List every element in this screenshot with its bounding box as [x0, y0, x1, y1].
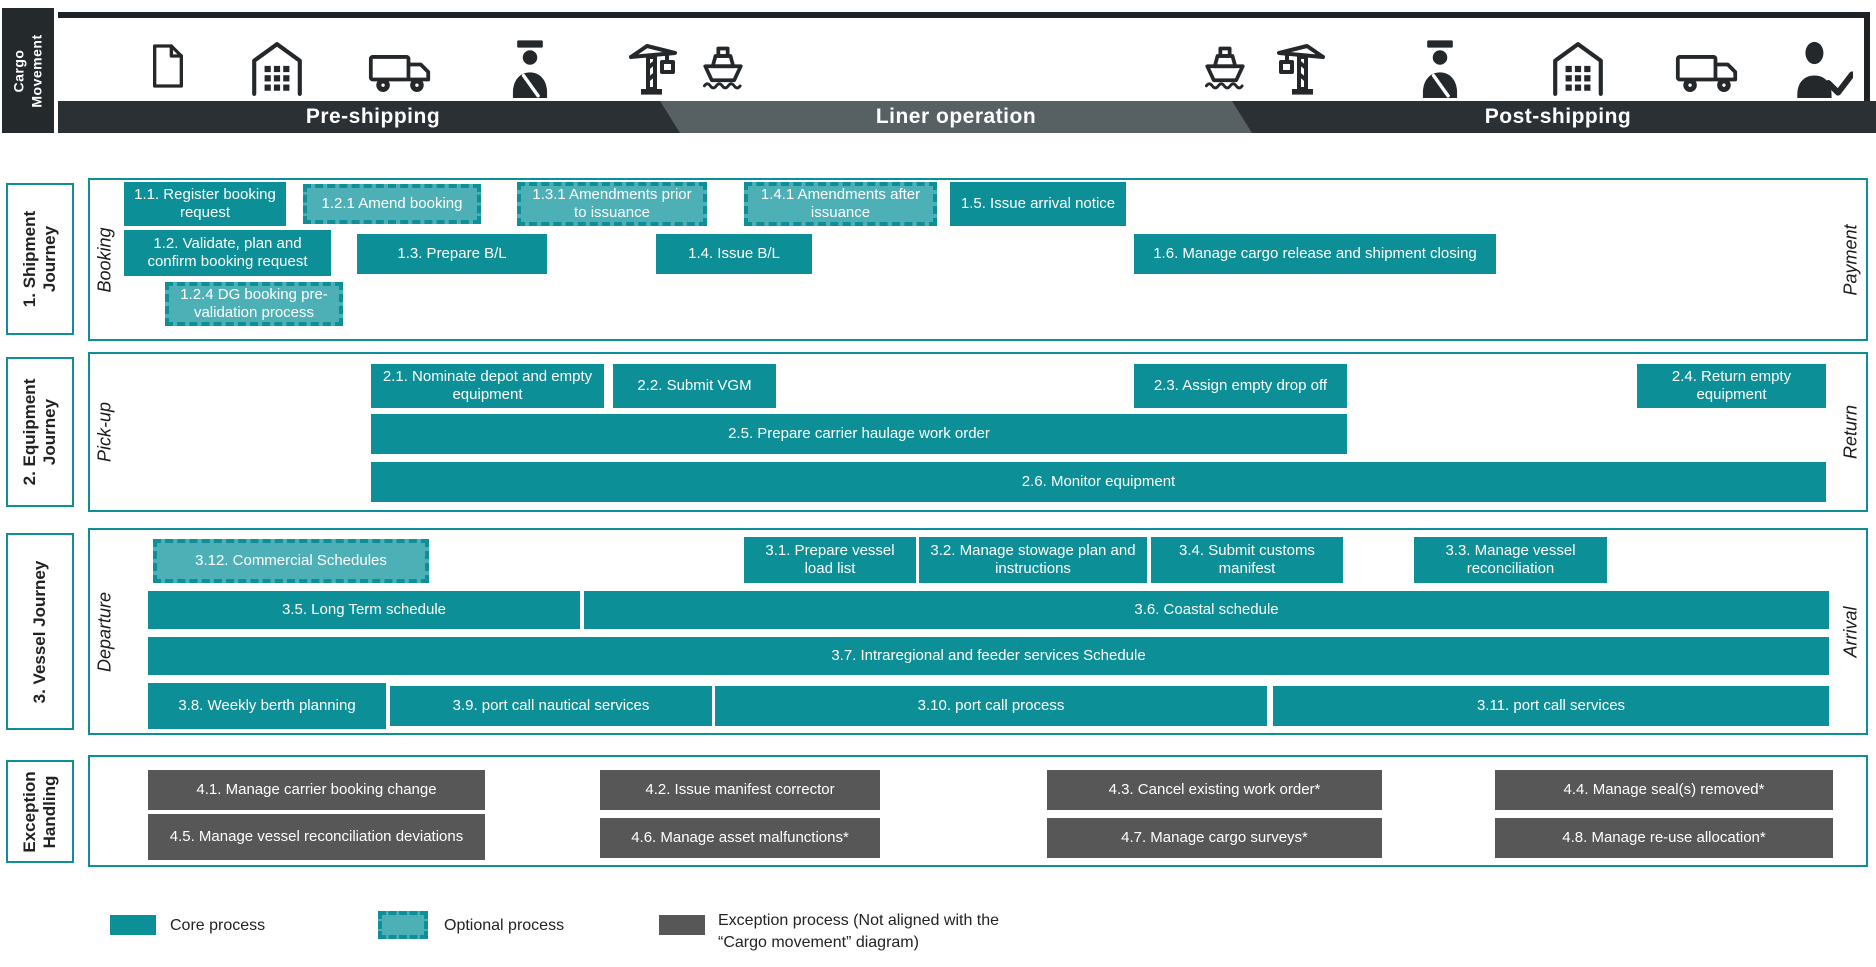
liner-operation-chevron: [660, 101, 1252, 133]
truck-icon: [368, 48, 432, 96]
legend-exception-label: Exception process (Not aligned with the …: [718, 912, 1000, 951]
process-box: 3.10. port call process: [715, 686, 1267, 726]
process-box: 4.1. Manage carrier booking change: [148, 770, 485, 810]
process-box: 2.4. Return empty equipment: [1637, 364, 1826, 408]
phase-pre-shipping: Pre-shipping: [305, 105, 441, 128]
process-box: 2.2. Submit VGM: [613, 364, 776, 408]
warehouse-icon: [248, 40, 306, 98]
process-box: 4.8. Manage re-use allocation*: [1495, 818, 1833, 858]
process-box: 1.2.4 DG booking pre-validation process: [165, 282, 343, 326]
process-box: 3.6. Coastal schedule: [584, 591, 1829, 629]
legend-exception-swatch: [659, 915, 705, 935]
legend-core-label: Core process: [170, 917, 266, 934]
cargo-movement-icon-strip: [58, 12, 1870, 101]
process-box: 3.4. Submit customs manifest: [1151, 537, 1343, 583]
process-box: 1.2. Validate, plan and confirm booking …: [124, 230, 331, 276]
row-label-vessel-journey: 3. Vessel Journey: [6, 533, 74, 730]
process-box: 1.3.1 Amendments prior to issuance: [517, 182, 707, 226]
process-box: 3.11. port call services: [1273, 686, 1829, 726]
phase-band: Pre-shipping Liner operation Post-shippi…: [58, 101, 1876, 133]
process-box: 3.7. Intraregional and feeder services S…: [148, 637, 1829, 675]
process-box: 3.2. Manage stowage plan and instruction…: [919, 537, 1147, 583]
return-label: Return: [1840, 404, 1861, 460]
process-box: 3.12. Commercial Schedules: [153, 539, 429, 583]
departure-label: Departure: [94, 591, 115, 672]
phase-liner-operation: Liner operation: [875, 105, 1037, 128]
process-box: 3.1. Prepare vessel load list: [744, 537, 916, 583]
process-box: 4.2. Issue manifest corrector: [600, 770, 880, 810]
process-box: 2.6. Monitor equipment: [371, 462, 1826, 502]
legend-core-swatch: [110, 915, 156, 935]
cargo-movement-label: Cargo Movement: [10, 33, 45, 108]
process-box: 1.3. Prepare B/L: [357, 234, 547, 274]
process-box: 1.2.1 Amend booking: [303, 184, 481, 224]
process-box: 4.6. Manage asset malfunctions*: [600, 818, 880, 858]
process-box: 3.5. Long Term schedule: [148, 591, 580, 629]
legend-optional-label: Optional process: [444, 917, 565, 934]
process-box: 4.3. Cancel existing work order*: [1047, 770, 1382, 810]
process-box: 1.1. Register booking request: [124, 182, 286, 226]
document-icon: [148, 40, 188, 92]
payment-label: Payment: [1840, 223, 1861, 296]
consignee-check-icon: [1793, 38, 1853, 98]
arrival-label: Arrival: [1840, 605, 1861, 658]
process-box: 1.6. Manage cargo release and shipment c…: [1134, 234, 1496, 274]
process-box: 2.5. Prepare carrier haulage work order: [371, 414, 1347, 454]
crane-icon: [623, 38, 683, 98]
customs-officer-icon: [1411, 34, 1469, 98]
process-box: 3.9. port call nautical services: [390, 686, 712, 726]
row-label-exception-handling: Exception Handling: [6, 760, 74, 863]
ship-icon: [1197, 42, 1253, 98]
warehouse-icon: [1549, 40, 1607, 98]
process-box: 1.5. Issue arrival notice: [950, 182, 1126, 226]
cargo-movement-sidebar: Cargo Movement: [2, 8, 54, 133]
process-box: 3.8. Weekly berth planning: [148, 683, 386, 729]
booking-label: Booking: [94, 226, 115, 293]
process-box: 3.3. Manage vessel reconciliation: [1414, 537, 1607, 583]
row-label-shipment-journey: 1. Shipment Journey: [6, 183, 74, 335]
truck-icon: [1675, 48, 1739, 96]
phase-post-shipping: Post-shipping: [1484, 105, 1632, 128]
row-label-equipment-journey: 2. Equipment Journey: [6, 357, 74, 507]
process-box: 4.4. Manage seal(s) removed*: [1495, 770, 1833, 810]
pick-up-label: Pick-up: [94, 401, 115, 463]
customs-officer-icon: [501, 34, 559, 98]
process-box: 1.4. Issue B/L: [656, 234, 812, 274]
process-box: 2.1. Nominate depot and empty equipment: [371, 364, 604, 408]
legend-optional-swatch: [378, 911, 428, 939]
crane-icon: [1271, 38, 1331, 98]
process-box: 2.3. Assign empty drop off: [1134, 364, 1347, 408]
process-box: 1.4.1 Amendments after issuance: [744, 182, 937, 226]
process-box: 4.5. Manage vessel reconciliation deviat…: [148, 814, 485, 860]
process-box: 4.7. Manage cargo surveys*: [1047, 818, 1382, 858]
ship-icon: [695, 42, 751, 98]
